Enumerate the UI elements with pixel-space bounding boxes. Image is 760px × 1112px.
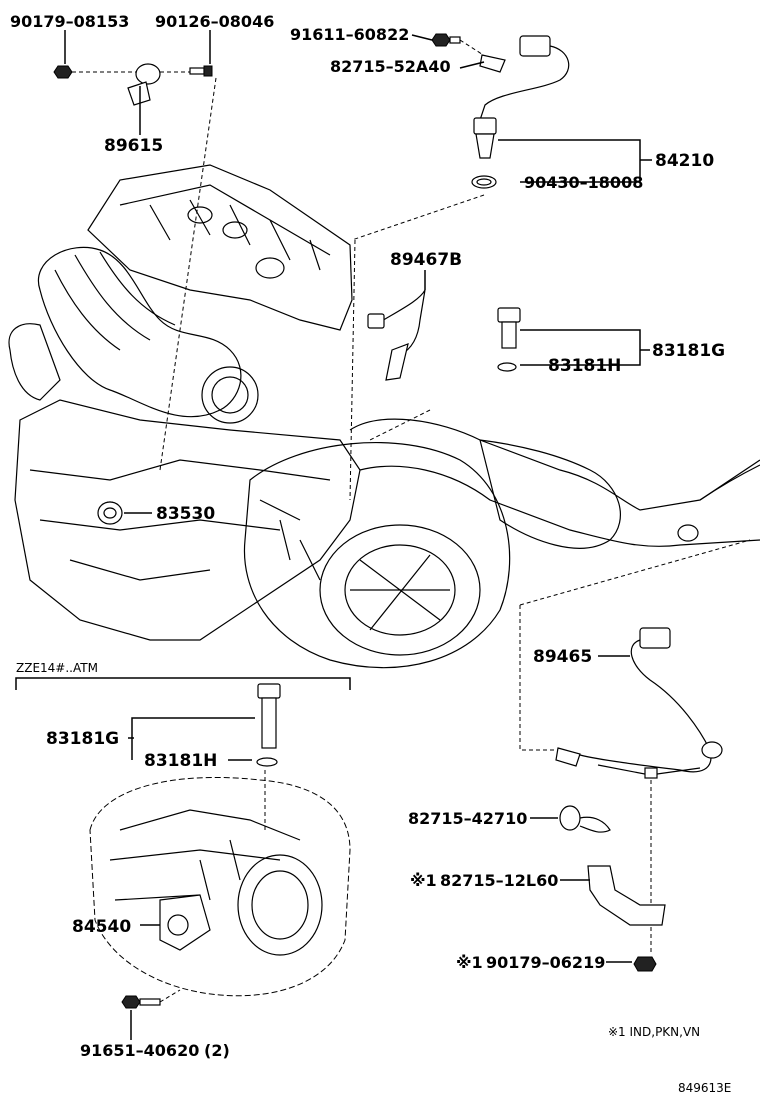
label-83530: 83530: [156, 504, 215, 524]
part-91651-40620-bolt: [121, 995, 161, 1009]
label-83181G-top: 83181G: [652, 341, 725, 361]
label-89615: 89615: [104, 136, 163, 156]
part-90179-08153-nut: [53, 65, 73, 79]
part-89467B-oxygen-sensor: [367, 289, 426, 381]
label-90126-08046: 90126–08046: [155, 12, 274, 31]
part-89615-knock-sensor: [127, 63, 161, 106]
part-83530-sensor: [97, 501, 123, 525]
diagram-code: 849613E: [678, 1081, 731, 1095]
part-90179-06219-nut: [633, 956, 657, 972]
label-84210: 84210: [655, 151, 714, 171]
mark-1-a: ※1: [410, 871, 437, 890]
part-83181G-bottom-switch: [257, 683, 281, 749]
label-90179-08153: 90179–08153: [10, 12, 129, 31]
part-90430-18008-gasket: [471, 175, 497, 189]
label-90179-06219: 90179–06219: [486, 953, 605, 972]
label-90430-18008: 90430–18008: [524, 173, 643, 192]
atm-transmission-illustration: [15, 677, 351, 997]
label-83181G-bottom: 83181G: [46, 729, 119, 749]
part-83181H-bottom-gasket: [256, 757, 278, 767]
label-82715-12L60: 82715–12L60: [440, 871, 558, 890]
part-90126-08046-stud: [189, 65, 213, 77]
label-82715-42710: 82715–42710: [408, 809, 527, 828]
part-82715-12L60-bracket: [587, 865, 666, 926]
label-89467B: 89467B: [390, 250, 462, 270]
label-91651-40620-qty: (2): [204, 1041, 230, 1060]
part-83181G-top-switch: [497, 307, 521, 349]
label-91651-40620: 91651–40620: [80, 1041, 199, 1060]
mark-1-b: ※1: [456, 953, 483, 972]
part-91611-60822-bolt: [431, 33, 461, 47]
label-91611-60822: 91611–60822: [290, 25, 409, 44]
part-83181H-top-gasket: [497, 362, 517, 372]
part-84210-oil-pressure-switch-wire: [473, 35, 570, 159]
engine-assembly-illustration: [8, 77, 760, 751]
label-82715-52A40: 82715–52A40: [330, 57, 451, 76]
label-89465: 89465: [533, 647, 592, 667]
leader-lines: [64, 30, 652, 657]
part-84540-neutral-switch: [159, 894, 211, 951]
label-83181H-bottom: 83181H: [144, 751, 217, 771]
part-89465-sensor-harness: [555, 627, 723, 779]
label-zze-atm: ZZE14#..ATM: [16, 661, 98, 675]
label-84540: 84540: [72, 917, 131, 937]
label-83181H-top: 83181H: [548, 356, 621, 376]
footnote: ※1 IND,PKN,VN: [608, 1025, 700, 1039]
part-82715-42710-clamp: [559, 805, 611, 833]
